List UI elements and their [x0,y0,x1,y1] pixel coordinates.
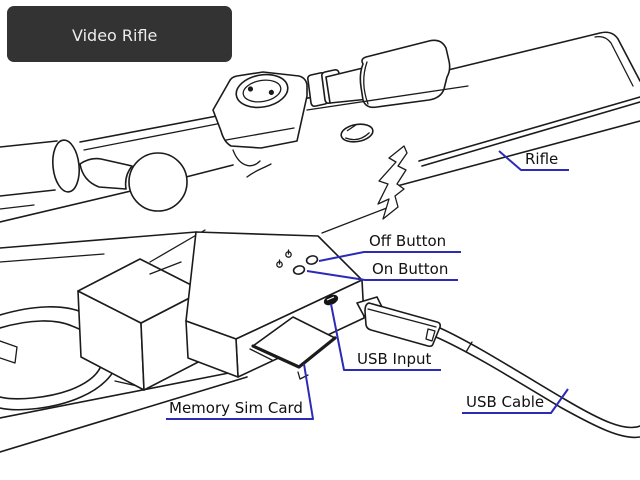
on-button-label: On Button [372,260,448,278]
turret-screw-dot [247,86,254,92]
label-usb-input: USB Input [330,303,441,371]
memory-sim-card-label: Memory Sim Card [169,399,303,417]
rifle-illustration [0,31,640,453]
rifle-leader-line [498,150,569,171]
power-off-icon [285,249,292,258]
trigger-guard [0,306,248,453]
scope [212,39,469,178]
on-button-leader-line [306,270,458,281]
turret-screw-dot [268,89,274,95]
label-off-button: Off Button [318,232,461,262]
title-box: Video Rifle [7,6,232,62]
scope-eyepiece [359,39,451,109]
usb-cable [435,327,640,439]
rifle-stock [377,31,640,220]
rifle-barrel [0,139,133,210]
bolt-knob [128,152,188,212]
body-screw [340,123,374,143]
off-button-label: Off Button [369,232,446,250]
stock-carving [377,145,408,220]
callouts: Rifle Off Button On Button USB Input Mem… [166,150,569,420]
title-box-background [7,6,232,62]
label-usb-cable: USB Cable [462,388,569,414]
usb-cable-leader-line [462,388,569,414]
memory-sim-card-leader-line [166,363,314,420]
off-button[interactable] [305,255,319,265]
off-button-leader-line [318,251,461,262]
device-end-face [185,320,239,378]
usb-input-label: USB Input [357,350,432,368]
page-title: Video Rifle [72,26,157,45]
scope-turret [235,73,289,109]
rifle-label: Rifle [525,150,558,168]
usb-input-leader-line [330,303,441,371]
label-on-button: On Button [306,260,458,281]
usb-cable-label: USB Cable [466,393,544,411]
label-memory-sim-card: Memory Sim Card [166,363,314,420]
usb-port[interactable] [323,293,339,306]
memory-sim-card[interactable] [249,316,337,369]
on-button[interactable] [292,265,306,275]
label-rifle: Rifle [498,150,569,171]
power-on-icon [276,259,283,268]
usb-plug [356,296,441,348]
